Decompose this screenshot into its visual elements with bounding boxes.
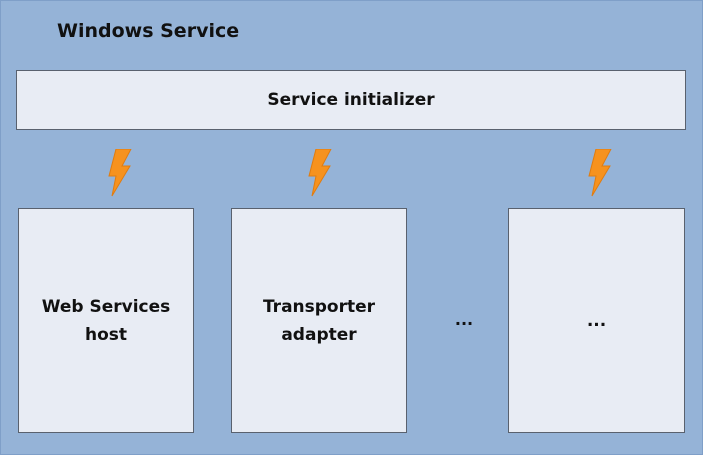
service-initializer-box: Service initializer	[16, 70, 686, 130]
transporter-adapter-box: Transporter adapter	[231, 208, 407, 433]
lightning-bolt-icon	[588, 149, 612, 197]
more-components-ellipsis: ...	[454, 310, 474, 329]
additional-component-box: ...	[508, 208, 685, 433]
component-label: Transporter adapter	[262, 296, 376, 345]
lightning-bolt-icon	[308, 149, 332, 197]
lightning-bolt-icon	[108, 149, 132, 197]
component-label: ...	[586, 310, 607, 331]
service-initializer-label: Service initializer	[267, 90, 435, 110]
diagram-title: Windows Service	[57, 20, 240, 42]
component-label: Web Services host	[41, 296, 171, 345]
web-services-host-box: Web Services host	[18, 208, 194, 433]
